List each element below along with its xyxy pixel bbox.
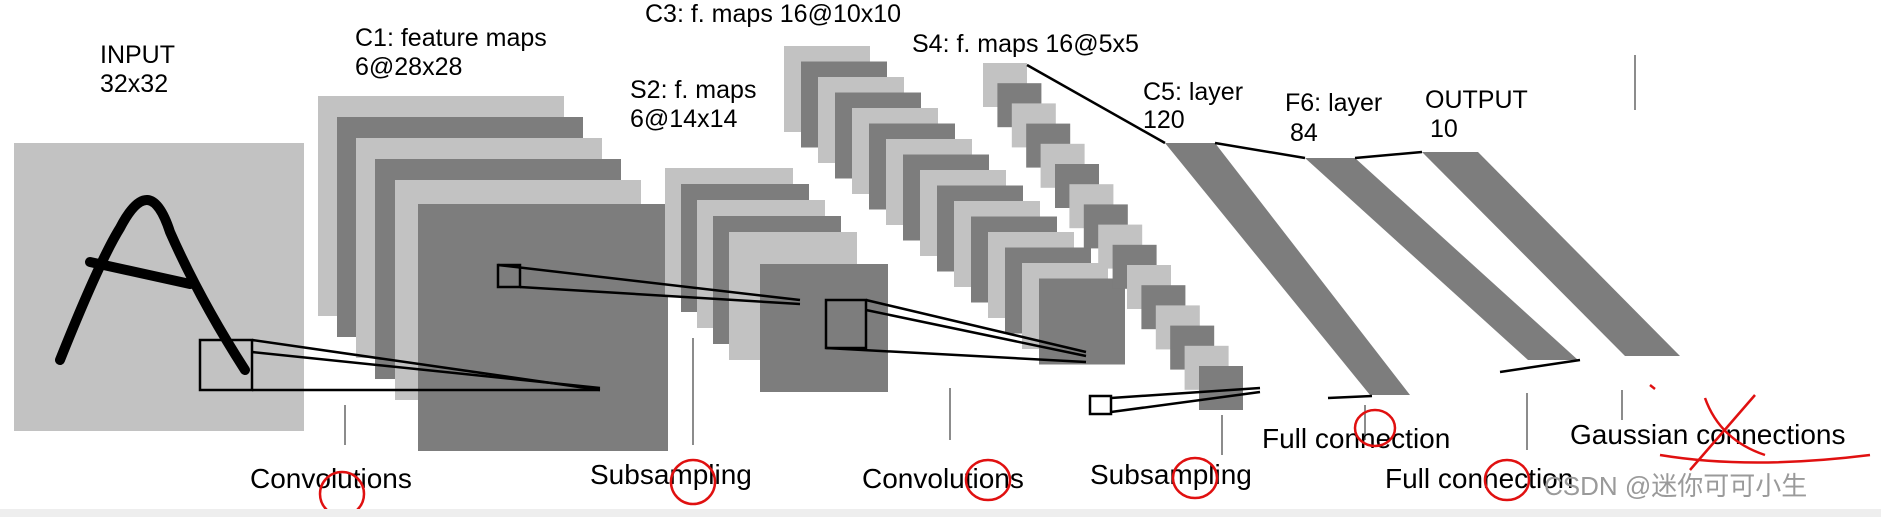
c5-size: 120 xyxy=(1143,106,1185,134)
input-receptive-field xyxy=(198,338,254,392)
s2-label: S2: f. maps xyxy=(630,76,756,104)
input-layer xyxy=(14,143,304,431)
conv2-label: Convolutions xyxy=(862,463,1024,494)
input-label: INPUT xyxy=(100,41,175,69)
output-size: 10 xyxy=(1430,115,1458,143)
bottom-band xyxy=(0,509,1881,517)
c1-size: 6@28x28 xyxy=(355,53,462,81)
s4-to-c5-line xyxy=(1026,63,1166,145)
annotation-circle xyxy=(1353,408,1397,448)
sub2-label: Subsampling xyxy=(1090,459,1252,490)
input-image xyxy=(14,143,304,431)
s4-map xyxy=(1199,366,1243,410)
s2-map xyxy=(760,264,888,392)
c5-to-f6-line xyxy=(1214,141,1306,160)
s4-label: S4: f. maps 16@5x5 xyxy=(912,30,1139,58)
annotation-circle xyxy=(1483,458,1531,502)
c1-label: C1: feature maps xyxy=(355,24,547,52)
c1-feature-maps xyxy=(318,96,668,451)
input-to-c1-line xyxy=(251,350,601,390)
input-glyph-a-bar xyxy=(85,257,195,289)
annotation-cross xyxy=(1689,394,1756,471)
c1-receptive-field xyxy=(496,263,522,289)
operation-labels: Convolutions Subsampling Convolutions Su… xyxy=(250,419,1846,494)
annotation-circle xyxy=(964,458,1012,502)
f6-layer-bar xyxy=(1305,158,1578,360)
c3-label: C3: f. maps 16@10x10 xyxy=(645,0,901,28)
s2-to-c3-line xyxy=(865,308,1087,358)
f6-to-output-bottom-line xyxy=(1499,358,1581,374)
c5-label: C5: layer xyxy=(1143,78,1243,106)
operation-separators xyxy=(344,55,1636,455)
connection-lines xyxy=(251,63,1581,414)
s2-size: 6@14x14 xyxy=(630,105,737,133)
watermark: CSDN @迷你可可小生 xyxy=(1544,471,1807,501)
output-layer-bar xyxy=(1422,152,1680,356)
annotation-cross xyxy=(1703,397,1766,457)
output-label: OUTPUT xyxy=(1425,86,1528,114)
c5-to-f6-bottom-line xyxy=(1327,394,1373,400)
annotation-underline xyxy=(1659,453,1871,464)
c3-receptive-field xyxy=(1088,394,1113,416)
fully-connected-layers xyxy=(1165,143,1680,395)
s2-to-c3-line xyxy=(865,298,1087,354)
annotation-circle xyxy=(669,458,717,506)
conv1-label: Convolutions xyxy=(250,463,412,494)
layer-labels: INPUT 32x32 C1: feature maps 6@28x28 C3:… xyxy=(100,0,1528,147)
s2-to-c3-line xyxy=(825,346,1087,364)
c1-map xyxy=(418,204,668,451)
s4-feature-maps xyxy=(983,63,1243,410)
c3-to-s4-line xyxy=(1110,390,1261,414)
f6-label: F6: layer xyxy=(1285,89,1382,117)
c3-to-s4-line xyxy=(1110,386,1261,400)
c1-to-s2-line xyxy=(497,263,801,302)
gauss-label: Gaussian connections xyxy=(1570,419,1846,450)
annotation-tick xyxy=(1649,384,1656,390)
annotation-circle xyxy=(1171,456,1219,500)
f6-to-output-line xyxy=(1354,150,1423,160)
f6-size: 84 xyxy=(1290,119,1318,147)
c1-to-s2-line xyxy=(519,285,801,306)
c5-layer-bar xyxy=(1165,143,1410,395)
c3-feature-maps xyxy=(784,46,1125,416)
full2-label: Full connection xyxy=(1385,463,1573,494)
s2-feature-maps xyxy=(665,168,888,392)
input-size: 32x32 xyxy=(100,70,168,98)
input-glyph-a-stroke xyxy=(55,195,250,375)
